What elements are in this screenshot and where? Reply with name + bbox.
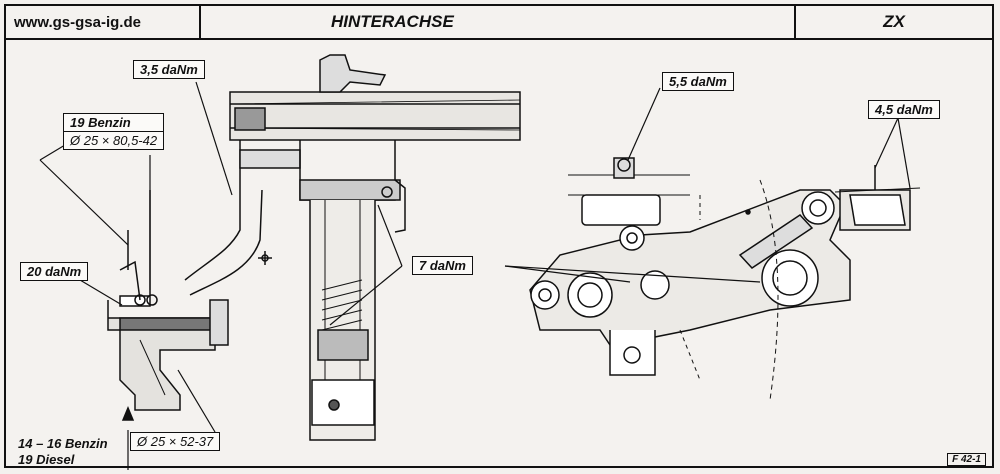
torque-label-20: 20 daNm — [20, 262, 89, 281]
website-label: www.gs-gsa-ig.de — [6, 6, 201, 38]
spring-spec-box: 19 Benzin Ø 25 × 80,5-42 — [63, 113, 165, 150]
torque-label-3-5: 3,5 daNm — [133, 60, 205, 79]
spec-benzin-19: 19 Benzin — [70, 115, 131, 130]
leader-lines — [39, 81, 911, 470]
hub-section — [107, 94, 272, 411]
figure-reference: F 42-1 — [947, 453, 986, 466]
trailing-arm — [229, 54, 521, 441]
torque-label-4-5: 4,5 daNm — [868, 100, 940, 119]
spec-dimension-2: Ø 25 × 52-37 — [130, 432, 221, 451]
page-title: HINTERACHSE — [201, 6, 796, 38]
model-label: ZX — [883, 12, 905, 31]
title-block: www.gs-gsa-ig.de HINTERACHSE ZX — [6, 6, 992, 40]
diesel-label: 19 Diesel — [18, 452, 75, 467]
axle-side-view — [529, 157, 921, 401]
arrow-marker — [121, 406, 135, 421]
benzin-range-label: 14 – 16 Benzin — [18, 436, 108, 451]
torque-label-5-5: 5,5 daNm — [662, 72, 734, 91]
torque-label-7: 7 daNm — [412, 256, 473, 275]
spec-dimension-1: Ø 25 × 80,5-42 — [64, 131, 164, 149]
